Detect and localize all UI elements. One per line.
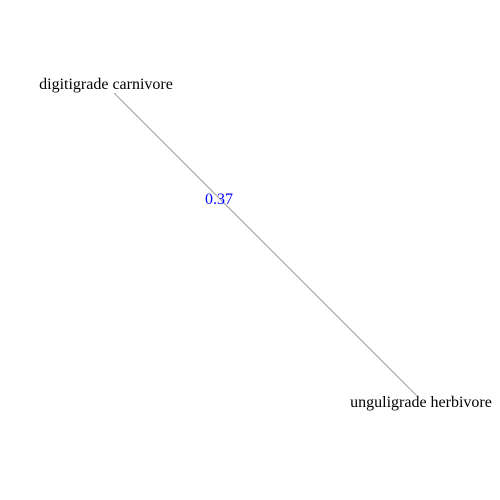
node-label-digitigrade-carnivore: digitigrade carnivore (39, 76, 173, 93)
node-label-unguligrade-herbivore: unguligrade herbivore (350, 394, 492, 411)
edge-weight-label: 0.37 (205, 191, 233, 208)
edge-line (113, 92, 417, 396)
